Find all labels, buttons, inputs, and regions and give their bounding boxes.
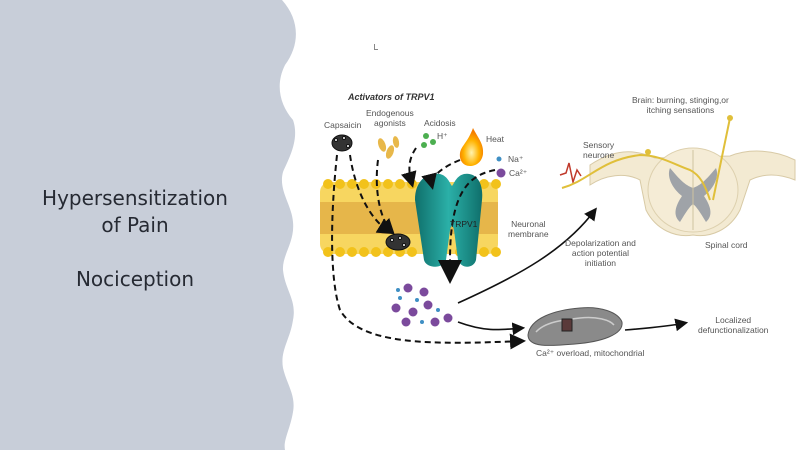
action-potential-icon [559, 162, 582, 185]
sensory-ganglion-dot [645, 149, 651, 155]
acidosis-label: Acidosis [424, 118, 456, 128]
effect-arrows [457, 207, 689, 336]
proton-label: H⁺ [437, 131, 448, 141]
calcium-ion-icon [496, 168, 506, 178]
brain-label: Brain: burning, stinging,or itching sens… [632, 95, 729, 115]
depolarization-label: Depolarization and action potential init… [565, 238, 636, 268]
trpv1-diagram: Activators of TRPV1 Capsaicin Endogenous… [300, 60, 800, 370]
calcium-label: Ca²⁺ [509, 168, 528, 178]
sensory-neurone-label: Sensory neurone [583, 140, 615, 160]
diagram-graphics [320, 115, 796, 350]
heat-flame-icon [459, 128, 484, 166]
membrane-label: Neuronal membrane [508, 219, 549, 239]
ion-cloud [391, 283, 453, 327]
mitochondrion-icon [527, 307, 623, 346]
sensory-nerve-fiber [561, 117, 731, 201]
capsaicin-molecule-icon [331, 134, 353, 152]
spinal-cord-label: Spinal cord [705, 240, 748, 250]
capsaicin-label: Capsaicin [324, 120, 362, 130]
sodium-label: Na⁺ [508, 154, 524, 164]
endogenous-agonists-icon [377, 136, 400, 159]
title-panel: Hypersensitization of Pain Nociception [0, 0, 320, 450]
activators-heading: Activators of TRPV1 [348, 92, 435, 102]
slide-title: Hypersensitization of Pain Nociception [20, 185, 250, 293]
title-line-1: Hypersensitization [42, 186, 228, 210]
sodium-ion-icon [496, 156, 502, 162]
heat-label: Heat [486, 134, 504, 144]
proton-icon [421, 133, 436, 148]
bound-capsaicin-icon [385, 233, 411, 251]
endogenous-agonists-label: Endogenous agonists [366, 108, 414, 128]
ca-overload-label: Ca²⁺ overload, mitochondrial [536, 348, 645, 358]
activator-arrows [331, 147, 526, 350]
localized-defunctionalization-label: Localized defunctionalization [698, 315, 769, 335]
brain-signal-dot [727, 115, 733, 121]
mouse-cursor-icon [374, 44, 378, 50]
slide-subtitle: Nociception [75, 267, 195, 291]
wavy-panel-shape [0, 0, 296, 450]
trpv1-label: TRPV1 [450, 219, 478, 229]
title-line-2: of Pain [101, 213, 169, 237]
spinal-cord-illustration [589, 147, 796, 237]
trpv1-channel [415, 173, 483, 267]
